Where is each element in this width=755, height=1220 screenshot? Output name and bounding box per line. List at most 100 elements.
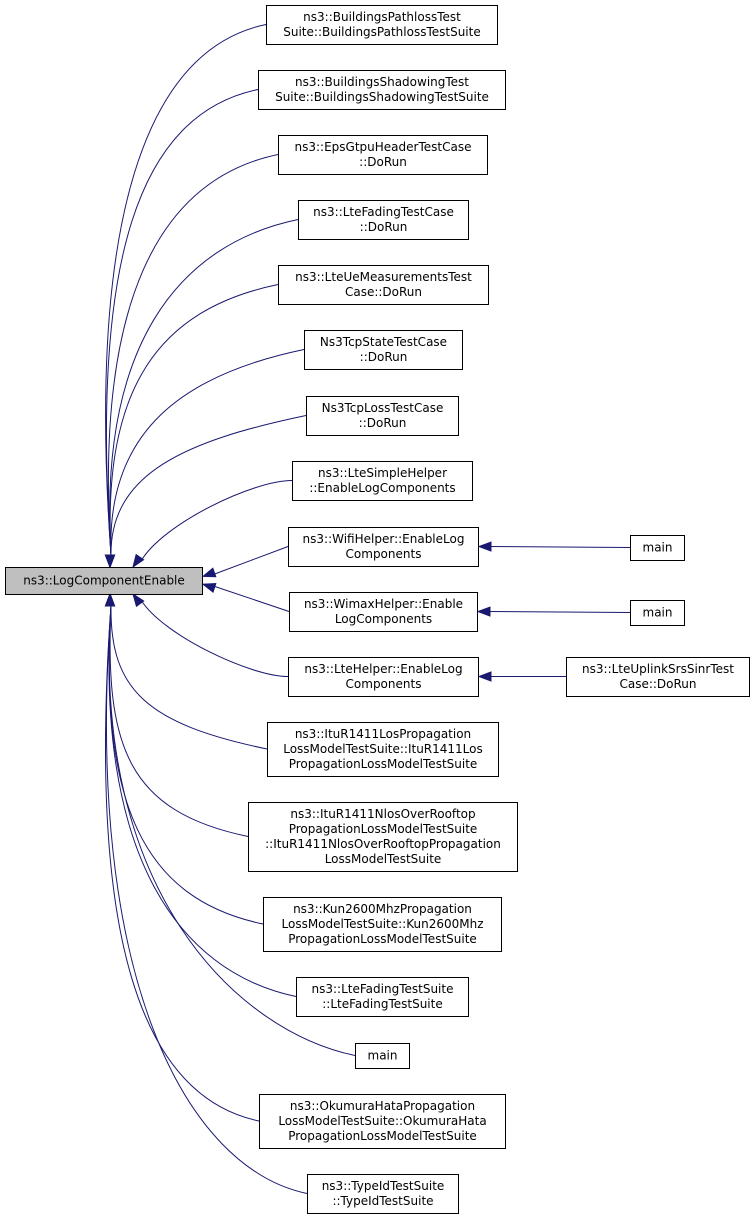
edge-caller-5 — [110, 349, 305, 556]
node-caller-11-label-line: LossModelTestSuite::ItuR1411Los — [283, 742, 483, 756]
arrowhead-second-2 — [477, 671, 492, 682]
node-second-level-0-label-line: main — [643, 541, 673, 555]
node-caller-11-box — [267, 722, 499, 777]
node-caller-16-box — [259, 1094, 506, 1149]
node-caller-16-label-line: PropagationLossModelTestSuite — [288, 1129, 477, 1143]
node-caller-0[interactable]: ns3::BuildingsPathlossTestSuite::Buildin… — [266, 5, 498, 45]
edge-caller-9 — [212, 585, 290, 612]
node-caller-3-label-line: ::DoRun — [360, 220, 408, 234]
node-caller-17-box — [307, 1174, 459, 1214]
node-second-level-2-label-line: ns3::LteUplinkSrsSinrTest — [582, 662, 734, 676]
node-caller-12-label-line: LossModelTestSuite — [325, 852, 442, 866]
node-caller-13-box — [263, 897, 502, 952]
node-caller-12-label-line: ::ItuR1411NlosOverRooftopPropagation — [265, 837, 501, 851]
arrowheads-layer — [104, 541, 492, 682]
node-caller-11[interactable]: ns3::ItuR1411LosPropagationLossModelTest… — [267, 722, 499, 777]
node-caller-14[interactable]: ns3::LteFadingTestSuite::LteFadingTestSu… — [296, 977, 469, 1017]
node-caller-8-label-line: ns3::WifiHelper::EnableLog — [303, 532, 465, 546]
node-caller-14-label-line: ::LteFadingTestSuite — [322, 997, 442, 1011]
node-caller-4-box — [278, 265, 489, 305]
arrowhead-caller-6 — [104, 554, 116, 569]
edge-caller-11 — [110, 605, 268, 750]
edge-caller-12 — [109, 605, 249, 837]
node-caller-13[interactable]: ns3::Kun2600MhzPropagationLossModelTestS… — [263, 897, 502, 952]
node-second-level-2-box — [566, 657, 750, 697]
node-caller-2[interactable]: ns3::EpsGtpuHeaderTestCase::DoRun — [278, 135, 488, 175]
node-caller-10[interactable]: ns3::LteHelper::EnableLogComponents — [288, 657, 479, 697]
edge-caller-8 — [212, 546, 289, 576]
node-caller-6-label-line: Ns3TcpLossTestCase — [322, 401, 444, 415]
node-caller-12[interactable]: ns3::ItuR1411NlosOverRooftopPropagationL… — [248, 802, 518, 872]
node-caller-1-box — [258, 70, 506, 110]
edge-second-1 — [487, 611, 631, 613]
node-second-level-1[interactable]: main — [630, 600, 685, 626]
node-caller-9-label-line: ns3::WimaxHelper::Enable — [304, 597, 463, 611]
nodes-layer: ns3::LogComponentEnable ns3::BuildingsPat… — [5, 5, 750, 1214]
node-caller-15-box — [355, 1043, 410, 1069]
node-root-logcomponentenable-box — [5, 567, 203, 595]
node-caller-4-label-line: Case::DoRun — [345, 285, 422, 299]
node-caller-6[interactable]: Ns3TcpLossTestCase::DoRun — [306, 396, 459, 436]
node-caller-3[interactable]: ns3::LteFadingTestCase::DoRun — [298, 200, 469, 240]
node-caller-5[interactable]: Ns3TcpStateTestCase::DoRun — [304, 330, 463, 370]
node-caller-10-box — [288, 657, 479, 697]
edge-caller-17 — [105, 605, 308, 1194]
node-caller-7[interactable]: ns3::LteSimpleHelper::EnableLogComponent… — [292, 461, 473, 501]
edge-caller-14 — [108, 605, 297, 997]
node-caller-6-box — [306, 396, 459, 436]
node-caller-1-label-line: ns3::BuildingsShadowingTest — [295, 75, 469, 89]
edge-caller-4 — [109, 284, 279, 556]
node-caller-10-label-line: Components — [346, 677, 422, 691]
edge-caller-16 — [104, 605, 260, 1122]
arrowhead-caller-10 — [132, 592, 145, 608]
edge-caller-7 — [140, 480, 293, 562]
node-caller-17-label-line: ::TypeIdTestSuite — [332, 1194, 433, 1208]
node-caller-17[interactable]: ns3::TypeIdTestSuite::TypeIdTestSuite — [307, 1174, 459, 1214]
node-caller-11-label-line: ns3::ItuR1411LosPropagation — [295, 727, 471, 741]
node-caller-7-label-line: ns3::LteSimpleHelper — [318, 466, 447, 480]
node-caller-16[interactable]: ns3::OkumuraHataPropagationLossModelTest… — [259, 1094, 506, 1149]
node-caller-13-label-line: PropagationLossModelTestSuite — [288, 932, 477, 946]
arrowhead-caller-7 — [132, 553, 145, 569]
node-second-level-0[interactable]: main — [630, 535, 685, 561]
node-caller-9-box — [289, 592, 478, 632]
node-caller-8[interactable]: ns3::WifiHelper::EnableLogComponents — [288, 527, 479, 567]
node-caller-13-label-line: LossModelTestSuite::Kun2600Mhz — [282, 917, 484, 931]
arrowhead-caller-9 — [201, 583, 217, 593]
node-caller-16-label-line: ns3::OkumuraHataPropagation — [290, 1099, 475, 1113]
node-caller-1-label-line: Suite::BuildingsShadowingTestSuite — [275, 90, 489, 104]
node-caller-15[interactable]: main — [355, 1043, 410, 1069]
edge-caller-0 — [105, 24, 267, 556]
node-caller-7-box — [292, 461, 473, 501]
node-caller-5-label-line: Ns3TcpStateTestCase — [320, 335, 447, 349]
node-caller-11-label-line: PropagationLossModelTestSuite — [289, 757, 478, 771]
node-caller-6-label-line: ::DoRun — [359, 416, 407, 430]
node-caller-12-label-line: ns3::ItuR1411NlosOverRooftop — [290, 807, 475, 821]
edge-caller-15 — [108, 605, 356, 1056]
node-caller-0-label-line: Suite::BuildingsPathlossTestSuite — [283, 25, 480, 39]
node-caller-9[interactable]: ns3::WimaxHelper::EnableLogComponents — [289, 592, 478, 632]
node-second-level-1-label-line: main — [643, 606, 673, 620]
node-root-logcomponentenable[interactable]: ns3::LogComponentEnable — [5, 567, 203, 595]
edge-second-0 — [488, 546, 631, 548]
node-caller-7-label-line: ::EnableLogComponents — [309, 481, 455, 495]
arrowhead-caller-8 — [201, 567, 217, 578]
node-second-level-1-box — [630, 600, 685, 626]
arrowhead-second-1 — [476, 606, 491, 617]
node-second-level-0-box — [630, 535, 685, 561]
edge-caller-1 — [105, 89, 259, 556]
node-caller-0-label-line: ns3::BuildingsPathlossTest — [303, 10, 461, 24]
node-caller-3-label-line: ns3::LteFadingTestCase — [313, 205, 454, 219]
node-caller-2-label-line: ::DoRun — [359, 155, 407, 169]
node-caller-12-label-line: PropagationLossModelTestSuite — [289, 822, 478, 836]
arrowhead-caller-17 — [104, 592, 116, 607]
node-caller-15-label-line: main — [368, 1049, 398, 1063]
edge-caller-3 — [109, 219, 299, 556]
node-caller-1[interactable]: ns3::BuildingsShadowingTestSuite::Buildi… — [258, 70, 506, 110]
node-caller-9-label-line: LogComponents — [335, 612, 432, 626]
node-caller-5-box — [304, 330, 463, 370]
node-caller-2-label-line: ns3::EpsGtpuHeaderTestCase — [295, 140, 472, 154]
edge-caller-2 — [107, 154, 279, 556]
